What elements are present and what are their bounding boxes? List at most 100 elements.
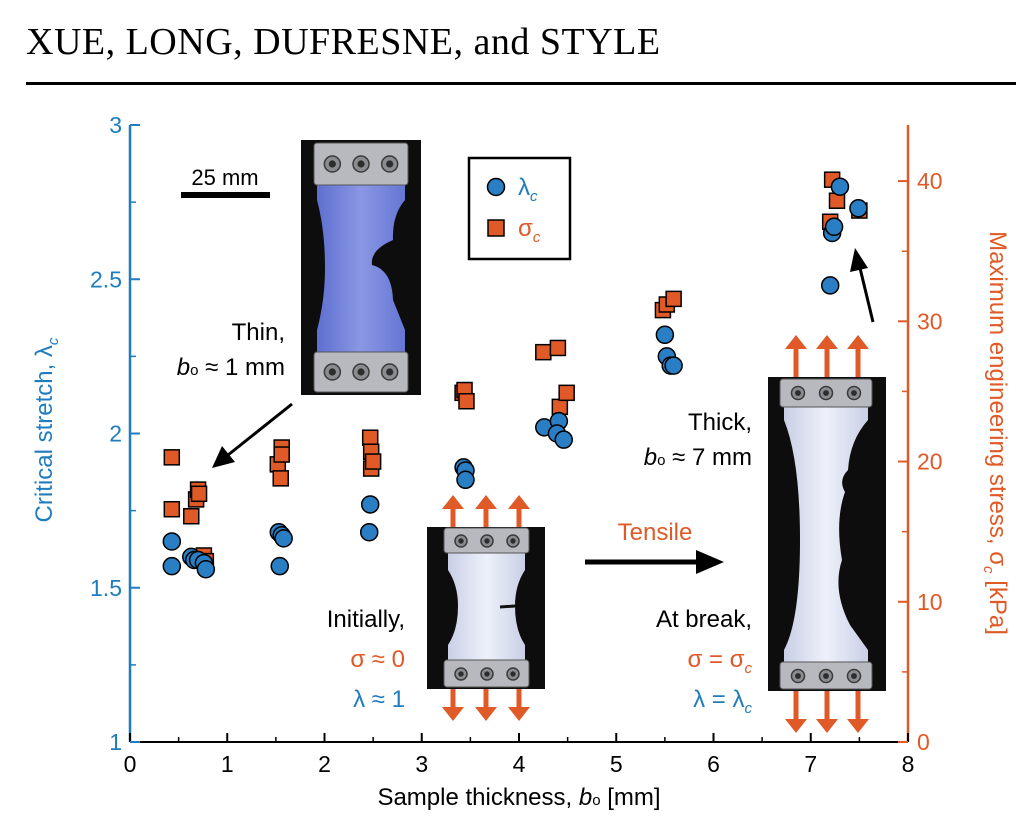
series-sigma-c: [163, 171, 868, 570]
lambda-break: λ = λc: [693, 686, 752, 717]
data-point-lambda: [274, 529, 293, 548]
legend-circle-marker: [486, 177, 506, 197]
force-arrow-head: [847, 719, 869, 733]
thin-specimen-body: [317, 185, 405, 352]
bolt-hole: [484, 538, 490, 544]
scale-bar-line: [181, 192, 270, 198]
bolt-hole: [851, 390, 857, 396]
y-left-axis-label: Critical stretch, λc: [31, 337, 62, 522]
series-lambda-c: [162, 177, 868, 579]
bolt-hole: [328, 368, 336, 376]
x-tick-label: 2: [318, 751, 331, 777]
legend: λc σc: [467, 156, 572, 261]
data-point-sigma: [163, 500, 181, 518]
force-arrow-head: [785, 335, 807, 349]
initial-bolts: [454, 534, 520, 681]
thin-annotation: Thin, bo ≈ 1 mm: [177, 319, 293, 468]
data-point-sigma: [163, 449, 181, 466]
data-point-sigma: [183, 507, 200, 525]
data-point-sigma: [190, 485, 208, 503]
force-arrow-head: [816, 335, 838, 349]
data-point-lambda: [830, 177, 850, 196]
data-point-sigma: [364, 453, 382, 470]
thin-title: Thin,: [232, 319, 285, 346]
legend-sigma-label: σc: [518, 215, 541, 246]
data-point-sigma: [361, 429, 379, 446]
initial-specimen-body: [448, 553, 525, 660]
thick-thickness: bo ≈ 7 mm: [644, 444, 752, 471]
force-arrow-head: [847, 335, 869, 349]
data-point-lambda: [849, 199, 868, 218]
x-tick-label: 4: [513, 751, 526, 777]
tensile-label: Tensile: [618, 519, 693, 546]
y-right-tick-label: 0: [917, 729, 930, 755]
y-left-tick-label: 2.5: [90, 266, 122, 292]
thick-annotation: Thick, bo ≈ 7 mm: [644, 248, 875, 471]
bolt-hole: [458, 671, 464, 677]
force-arrow-head: [475, 495, 497, 509]
x-tick-label: 5: [610, 751, 623, 777]
header-rule: [26, 82, 1016, 85]
thick-specimen-body: [784, 405, 868, 662]
thick-specimen-photo: [768, 335, 886, 733]
initially-label: Initially,: [327, 606, 405, 633]
bolt-hole: [823, 390, 829, 396]
data-point-sigma: [558, 384, 575, 402]
break-annotation: At break, σ = σc λ = λc: [656, 606, 753, 717]
legend-square-marker: [487, 219, 505, 237]
data-point-lambda: [655, 325, 675, 345]
bolt-hole: [458, 538, 464, 544]
data-point-sigma: [458, 392, 475, 410]
thin-thickness: bo ≈ 1 mm: [177, 354, 285, 381]
data-point-lambda: [456, 470, 475, 490]
thick-force-arrows: [785, 335, 869, 733]
data-point-lambda: [664, 356, 683, 375]
thin-arrow-shaft: [227, 402, 293, 457]
lambda-initial: λ ≈ 1: [353, 686, 405, 713]
bolt-hole: [357, 368, 365, 376]
bolt-hole: [823, 673, 829, 679]
bolt-hole: [386, 160, 394, 168]
bolt-hole: [386, 368, 394, 376]
force-arrow-head: [508, 707, 530, 721]
thin-bolts: [323, 155, 399, 381]
x-tick-label: 0: [124, 751, 137, 777]
force-arrow-head: [442, 707, 464, 721]
bolt-hole: [357, 160, 365, 168]
thick-bolts: [790, 385, 862, 684]
running-header: XUE, LONG, DUFRESNE, and STYLE: [26, 21, 661, 63]
initial-specimen-photo: [427, 495, 545, 721]
legend-lambda-label: λc: [518, 174, 538, 205]
tensile-arrow-head: [696, 550, 724, 574]
x-tick-label: 6: [707, 751, 720, 777]
bolt-hole: [851, 673, 857, 679]
y-left-tick-label: 3: [109, 112, 122, 138]
y-left-tick-label: 1.5: [90, 575, 122, 601]
x-tick-label: 7: [804, 751, 817, 777]
y-right-tick-label: 40: [917, 168, 943, 194]
bolt-hole: [795, 673, 801, 679]
thick-arrow-shaft: [858, 267, 875, 323]
y-left-tick-label: 1: [109, 729, 122, 755]
force-arrow-head: [442, 495, 464, 509]
y-left-ticks: 11.522.53: [90, 112, 140, 755]
force-arrow-head: [816, 719, 838, 733]
data-point-lambda: [359, 522, 379, 542]
force-arrow-head: [508, 495, 530, 509]
thin-arrow-head: [212, 446, 235, 468]
x-tick-label: 8: [902, 751, 915, 777]
scale-bar-label: 25 mm: [191, 165, 258, 190]
force-arrow-head: [475, 707, 497, 721]
data-point-lambda: [554, 430, 573, 449]
initial-annotation: Initially, σ ≈ 0 λ ≈ 1: [327, 606, 405, 713]
thick-arrow-head: [850, 248, 868, 272]
sigma-initial: σ ≈ 0: [350, 646, 405, 673]
data-point-sigma: [535, 343, 552, 361]
force-arrow-head: [785, 719, 807, 733]
bolt-hole: [510, 671, 516, 677]
initial-force-arrows: [442, 495, 530, 721]
